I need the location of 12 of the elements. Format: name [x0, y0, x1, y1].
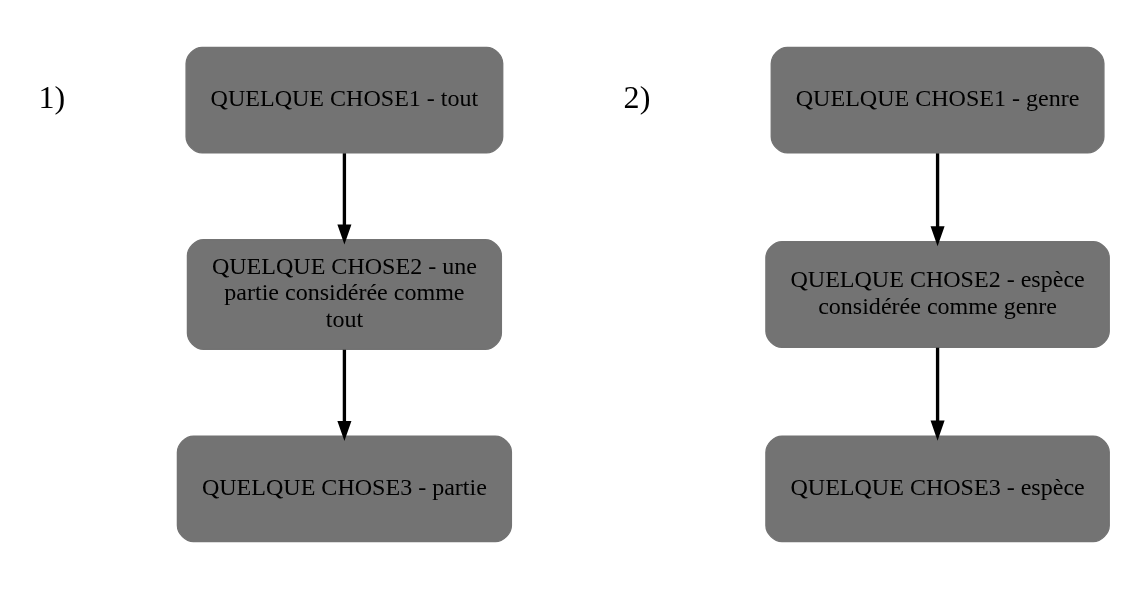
arrow: [930, 347, 945, 441]
node-box: QUELQUE CHOSE1 - genre: [770, 46, 1105, 154]
node-box: QUELQUE CHOSE3 - partie: [176, 435, 513, 543]
node-box: QUELQUE CHOSE3 - espèce: [765, 435, 1110, 543]
label: 2): [623, 79, 651, 116]
arrow: [337, 153, 352, 245]
node-box: QUELQUE CHOSE2 - une partie considérée comme tout: [186, 239, 503, 350]
node-box: QUELQUE CHOSE1 - tout: [185, 46, 504, 154]
arrow: [337, 349, 352, 442]
label: 1): [38, 79, 66, 116]
arrow: [930, 153, 945, 247]
node-box: QUELQUE CHOSE2 - espèce considérée comme genre: [765, 241, 1110, 348]
